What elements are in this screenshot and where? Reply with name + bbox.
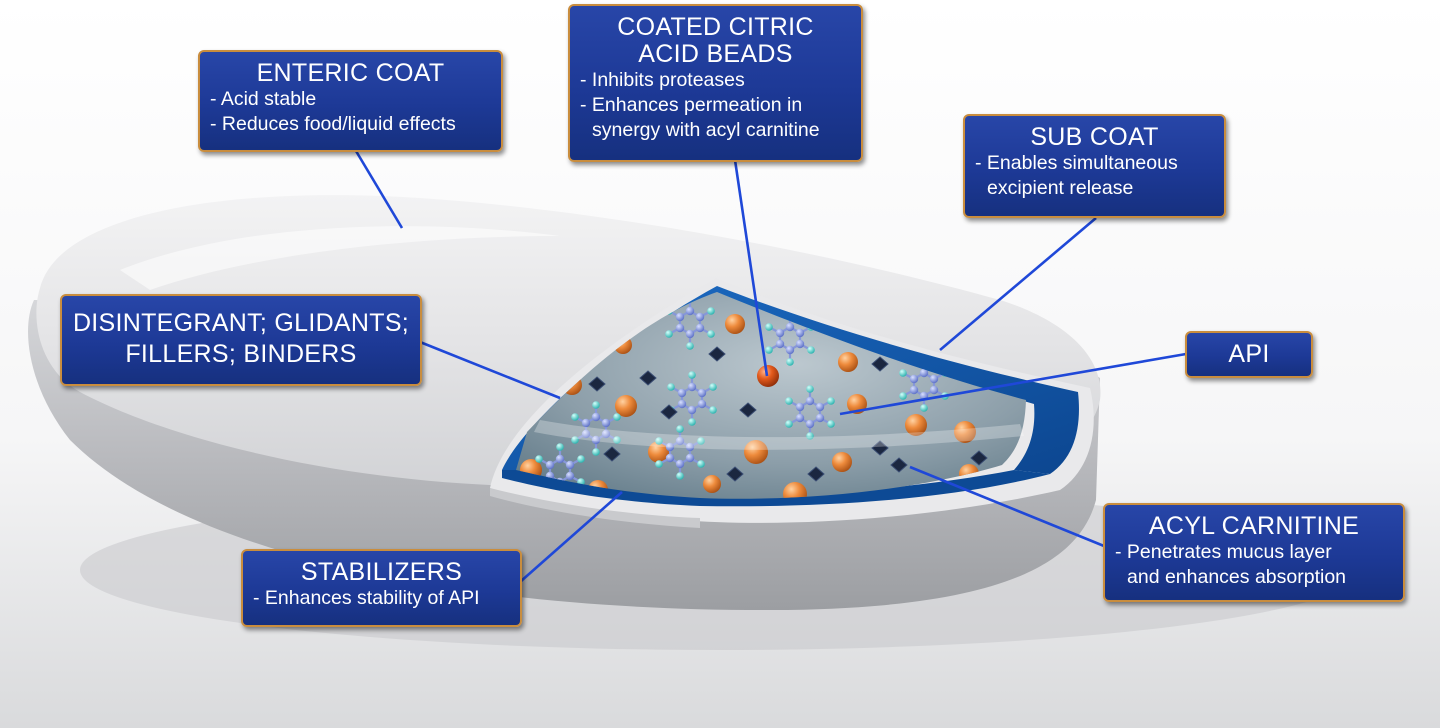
leader-lines [354, 150, 1187, 583]
citric-acid-beads-line-2: - Enhances permeation in [580, 94, 803, 116]
acyl-carnitine-line-1: - Penetrates mucus layer [1115, 541, 1332, 563]
enteric-coat-line-2: - Reduces food/liquid effects [210, 113, 456, 135]
citric-acid-beads-title-1: COATED CITRIC [617, 13, 814, 41]
excipients-title-2: FILLERS; BINDERS [125, 340, 357, 368]
acyl-carnitine-line-2: and enhances absorption [1127, 566, 1347, 588]
citric-acid-beads-callout: COATED CITRIC ACID BEADS - Inhibits prot… [568, 4, 863, 162]
acyl-carnitine-title: ACYL CARNITINE [1148, 512, 1360, 540]
enteric-coat-line-1: - Acid stable [210, 88, 317, 110]
sub-coat-title: SUB COAT [1030, 123, 1159, 151]
sub-coat-line-1: - Enables simultaneous [975, 152, 1178, 174]
excipients-callout: DISINTEGRANT; GLIDANTS; FILLERS; BINDERS [60, 294, 422, 386]
enteric-coat-title: ENTERIC COAT [256, 59, 445, 87]
stabilizers-callout: STABILIZERS - Enhances stability of API [241, 549, 522, 627]
citric-acid-beads-title-2: ACID BEADS [638, 40, 793, 68]
citric-acid-beads-line-3: synergy with acyl carnitine [592, 119, 820, 141]
sub-coat-callout: SUB COAT - Enables simultaneous excipien… [963, 114, 1226, 218]
excipients-title-1: DISINTEGRANT; GLIDANTS; [72, 309, 410, 337]
api-title: API [1228, 340, 1270, 368]
stabilizers-line-1: - Enhances stability of API [253, 587, 480, 609]
api-callout: API [1185, 331, 1313, 378]
citric-acid-beads-line-1: - Inhibits proteases [580, 69, 745, 91]
sub-coat-line-2: excipient release [987, 177, 1134, 199]
acyl-carnitine-callout: ACYL CARNITINE - Penetrates mucus layer … [1103, 503, 1405, 602]
enteric-coat-callout: ENTERIC COAT - Acid stable - Reduces foo… [198, 50, 503, 152]
stabilizers-title: STABILIZERS [300, 558, 463, 586]
